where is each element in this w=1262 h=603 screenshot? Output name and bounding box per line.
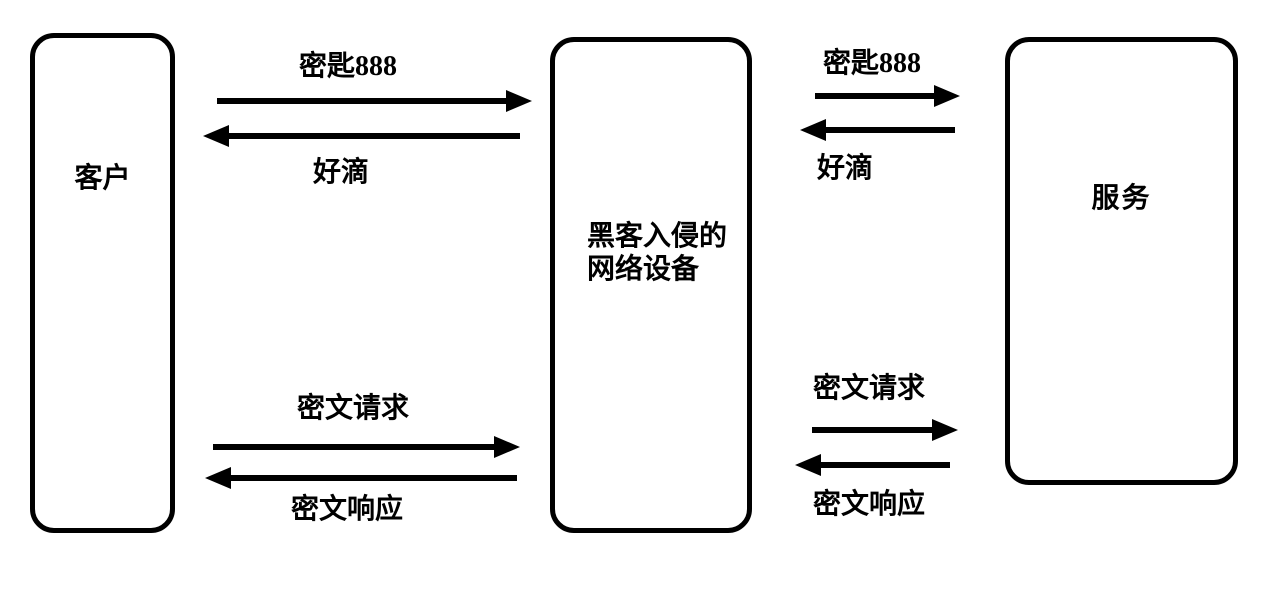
arrow-ok-hacker-to-client <box>203 125 520 147</box>
arrow-cipher-request-hacker-to-server <box>812 419 958 441</box>
hacker-device-label-line1: 黑客入侵的 <box>587 221 728 252</box>
message-label-cipher-request-left: 密文请求 <box>296 393 409 424</box>
message-label-ok-left: 好滴 <box>312 157 369 188</box>
hacker-device-box: 黑客入侵的 网络设备 <box>550 37 752 533</box>
arrow-ok-server-to-hacker <box>800 119 955 141</box>
message-label-key-left: 密匙888 <box>298 51 397 82</box>
hacker-device-label: 黑客入侵的 网络设备 <box>587 220 727 286</box>
message-label-cipher-response-right: 密文响应 <box>812 489 925 520</box>
message-label-key-right: 密匙888 <box>822 48 921 79</box>
arrow-key-client-to-hacker <box>217 90 532 112</box>
arrow-key-hacker-to-server <box>815 85 960 107</box>
client-box: 客户 <box>30 33 175 533</box>
message-label-cipher-request-right: 密文请求 <box>812 373 925 404</box>
server-box: 服务 <box>1005 37 1238 485</box>
arrow-cipher-response-server-to-hacker <box>795 454 950 476</box>
arrow-cipher-request-client-to-hacker <box>213 436 520 458</box>
hacker-device-label-line2: 网络设备 <box>587 254 700 285</box>
client-label: 客户 <box>74 163 131 194</box>
server-label: 服务 <box>1091 183 1152 214</box>
message-label-ok-right: 好滴 <box>816 153 873 184</box>
message-label-cipher-response-left: 密文响应 <box>290 494 403 525</box>
arrow-cipher-response-hacker-to-client <box>205 467 517 489</box>
